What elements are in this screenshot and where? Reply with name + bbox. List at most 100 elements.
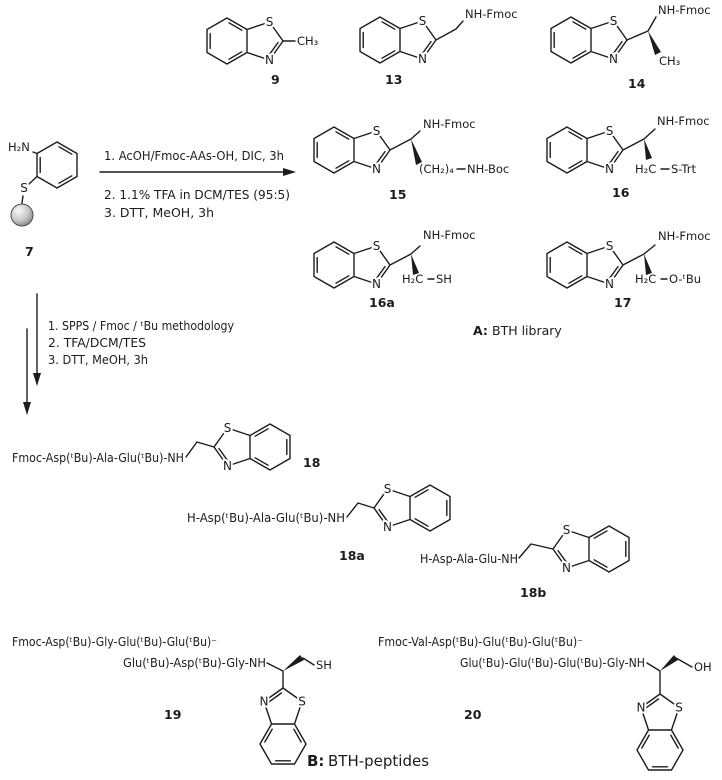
reaction-step-1: 1. AcOH/Fmoc-AAs-OH, DIC, 3h xyxy=(104,149,284,163)
chain-label: (CH₂)₄ xyxy=(419,162,454,176)
compound-9: S N CH₃ 9 xyxy=(206,13,319,87)
compound-14: S N NH-Fmoc CH₃ 14 xyxy=(550,3,711,91)
tail-label: SH xyxy=(316,658,332,672)
reaction-arrow-horizontal: 1. AcOH/Fmoc-AAs-OH, DIC, 3h 2. 1.1% TFA… xyxy=(99,149,296,220)
compound-18a: S N H-Asp(ᵗBu)-Ala-Glu(ᵗBu)-NH 18a xyxy=(187,480,451,563)
spps-step-2: 2. TFA/DCM/TES xyxy=(48,336,146,350)
tail-label: NH-Boc xyxy=(467,162,509,176)
peptide-sequence-line1: Fmoc-Asp(ᵗBu)-Gly-Glu(ᵗBu)-Glu(ᵗBu)⁻ xyxy=(12,635,217,649)
amine-label: H₂N xyxy=(8,140,30,154)
arrow-head-1 xyxy=(33,373,41,386)
wedge-bond xyxy=(648,31,661,55)
methyl-label: CH₃ xyxy=(297,34,319,48)
compound-13: S N NH-Fmoc 13 xyxy=(359,7,518,87)
nhfmoc-label: NH-Fmoc xyxy=(658,3,711,17)
compound-19: S N Fmoc-Asp(ᵗBu)-Gly-Glu(ᵗBu)-Glu(ᵗBu)⁻… xyxy=(12,635,332,765)
caption-b: B: BTH-peptides xyxy=(307,752,429,770)
compound-number: 16a xyxy=(369,295,395,310)
bond xyxy=(185,441,215,458)
compound-number: 7 xyxy=(25,244,34,259)
compound-number: 13 xyxy=(385,72,402,87)
wedge-bond xyxy=(660,655,678,671)
wedge-bond xyxy=(644,139,652,160)
atom-n: N xyxy=(265,53,274,67)
atom-n: N xyxy=(383,520,392,534)
nhfmoc-label: NH-Fmoc xyxy=(423,117,476,131)
atom-n: N xyxy=(372,162,381,176)
compound-number: 18 xyxy=(303,455,320,470)
peptide-sequence-line2: Glu(ᵗBu)-Asp(ᵗBu)-Gly-NH xyxy=(123,656,266,670)
reaction-arrow-vertical: 1. SPPS / Fmoc / ᵗBu methodology 2. TFA/… xyxy=(23,293,234,415)
spps-step-1: 1. SPPS / Fmoc / ᵗBu methodology xyxy=(48,319,234,333)
bond xyxy=(626,16,657,41)
compound-20: S N Fmoc-Val-Asp(ᵗBu)-Glu(ᵗBu)-Glu(ᵗBu)⁻… xyxy=(378,635,712,771)
atom-s: S xyxy=(610,14,618,28)
compound-number: 20 xyxy=(464,707,482,722)
atom-n: N xyxy=(418,52,427,66)
arrow-head xyxy=(283,168,296,176)
ch2-label: H₂C xyxy=(635,162,656,176)
compound-number: 19 xyxy=(164,707,181,722)
compound-number: 14 xyxy=(628,76,646,91)
atom-s: S xyxy=(20,181,28,195)
methyl-label: CH₃ xyxy=(659,54,681,68)
atom-s: S xyxy=(563,523,571,537)
wedge-bond xyxy=(411,139,422,165)
compound-number: 17 xyxy=(614,295,631,310)
compound-16: S N NH-Fmoc H₂C S-Trt 16 xyxy=(546,114,710,200)
caption-a-label: BTH library xyxy=(492,323,562,338)
caption-a-prefix: A: xyxy=(473,323,488,338)
peptide-sequence-line2: Glu(ᵗBu)-Glu(ᵗBu)-Glu(ᵗBu)-Gly-NH xyxy=(460,656,645,670)
compound-15: S N NH-Fmoc (CH₂)₄ NH-Boc 15 xyxy=(313,117,509,202)
peptide-sequence: H-Asp-Ala-Glu-NH xyxy=(420,552,518,566)
bond xyxy=(435,20,464,41)
ch2-label: H₂C xyxy=(635,272,656,286)
atom-s: S xyxy=(606,239,614,253)
benzene-ring xyxy=(36,141,78,189)
caption-b-label: BTH-peptides xyxy=(328,752,429,770)
bond xyxy=(266,657,315,689)
nhfmoc-label: NH-Fmoc xyxy=(657,114,710,128)
atom-s: S xyxy=(373,124,381,138)
compound-number: 18a xyxy=(339,548,365,563)
arrow-head-2 xyxy=(23,402,31,415)
ch2-label: H₂C xyxy=(402,272,423,286)
compound-number: 15 xyxy=(389,187,406,202)
compound-number: 16 xyxy=(612,185,630,200)
compound-number: 18b xyxy=(520,585,546,600)
compound-18: S N Fmoc-Asp(ᵗBu)-Ala-Glu(ᵗBu)-NH 18 xyxy=(12,419,320,475)
reaction-step-3: 3. DTT, MeOH, 3h xyxy=(104,206,214,220)
bond xyxy=(21,151,38,204)
atom-n: N xyxy=(372,277,381,291)
atom-n: N xyxy=(637,701,646,715)
caption-b-prefix: B: xyxy=(307,752,324,770)
atom-s: S xyxy=(298,695,306,709)
tail-label: S-Trt xyxy=(671,162,696,176)
caption-a: A: BTH library xyxy=(473,323,562,338)
atom-s: S xyxy=(266,15,274,29)
nhfmoc-label: NH-Fmoc xyxy=(465,7,518,21)
atom-n: N xyxy=(260,695,269,709)
peptide-sequence-line1: Fmoc-Val-Asp(ᵗBu)-Glu(ᵗBu)-Glu(ᵗBu)⁻ xyxy=(378,635,583,649)
wedge-bond xyxy=(283,655,304,671)
atom-s: S xyxy=(675,701,683,715)
wedge-bond xyxy=(644,254,652,275)
bond xyxy=(518,543,554,559)
atom-n: N xyxy=(605,162,614,176)
compound-17: S N NH-Fmoc H₂C O-ᵗBu 17 xyxy=(546,229,711,310)
nhfmoc-label: NH-Fmoc xyxy=(423,228,476,242)
nhfmoc-label: NH-Fmoc xyxy=(658,229,711,243)
peptide-sequence: Fmoc-Asp(ᵗBu)-Ala-Glu(ᵗBu)-NH xyxy=(12,451,184,465)
tail-label: OH xyxy=(694,660,712,674)
atom-n: N xyxy=(562,561,571,575)
spps-step-3: 3. DTT, MeOH, 3h xyxy=(48,353,148,367)
atom-s: S xyxy=(373,239,381,253)
compound-7-resin: H₂N S 7 xyxy=(8,140,78,259)
atom-n: N xyxy=(605,277,614,291)
tail-label: SH xyxy=(436,272,452,286)
atom-s: S xyxy=(384,482,392,496)
reaction-step-2: 2. 1.1% TFA in DCM/TES (95:5) xyxy=(104,188,290,202)
peptide-sequence: H-Asp(ᵗBu)-Ala-Glu(ᵗBu)-NH xyxy=(187,511,345,525)
